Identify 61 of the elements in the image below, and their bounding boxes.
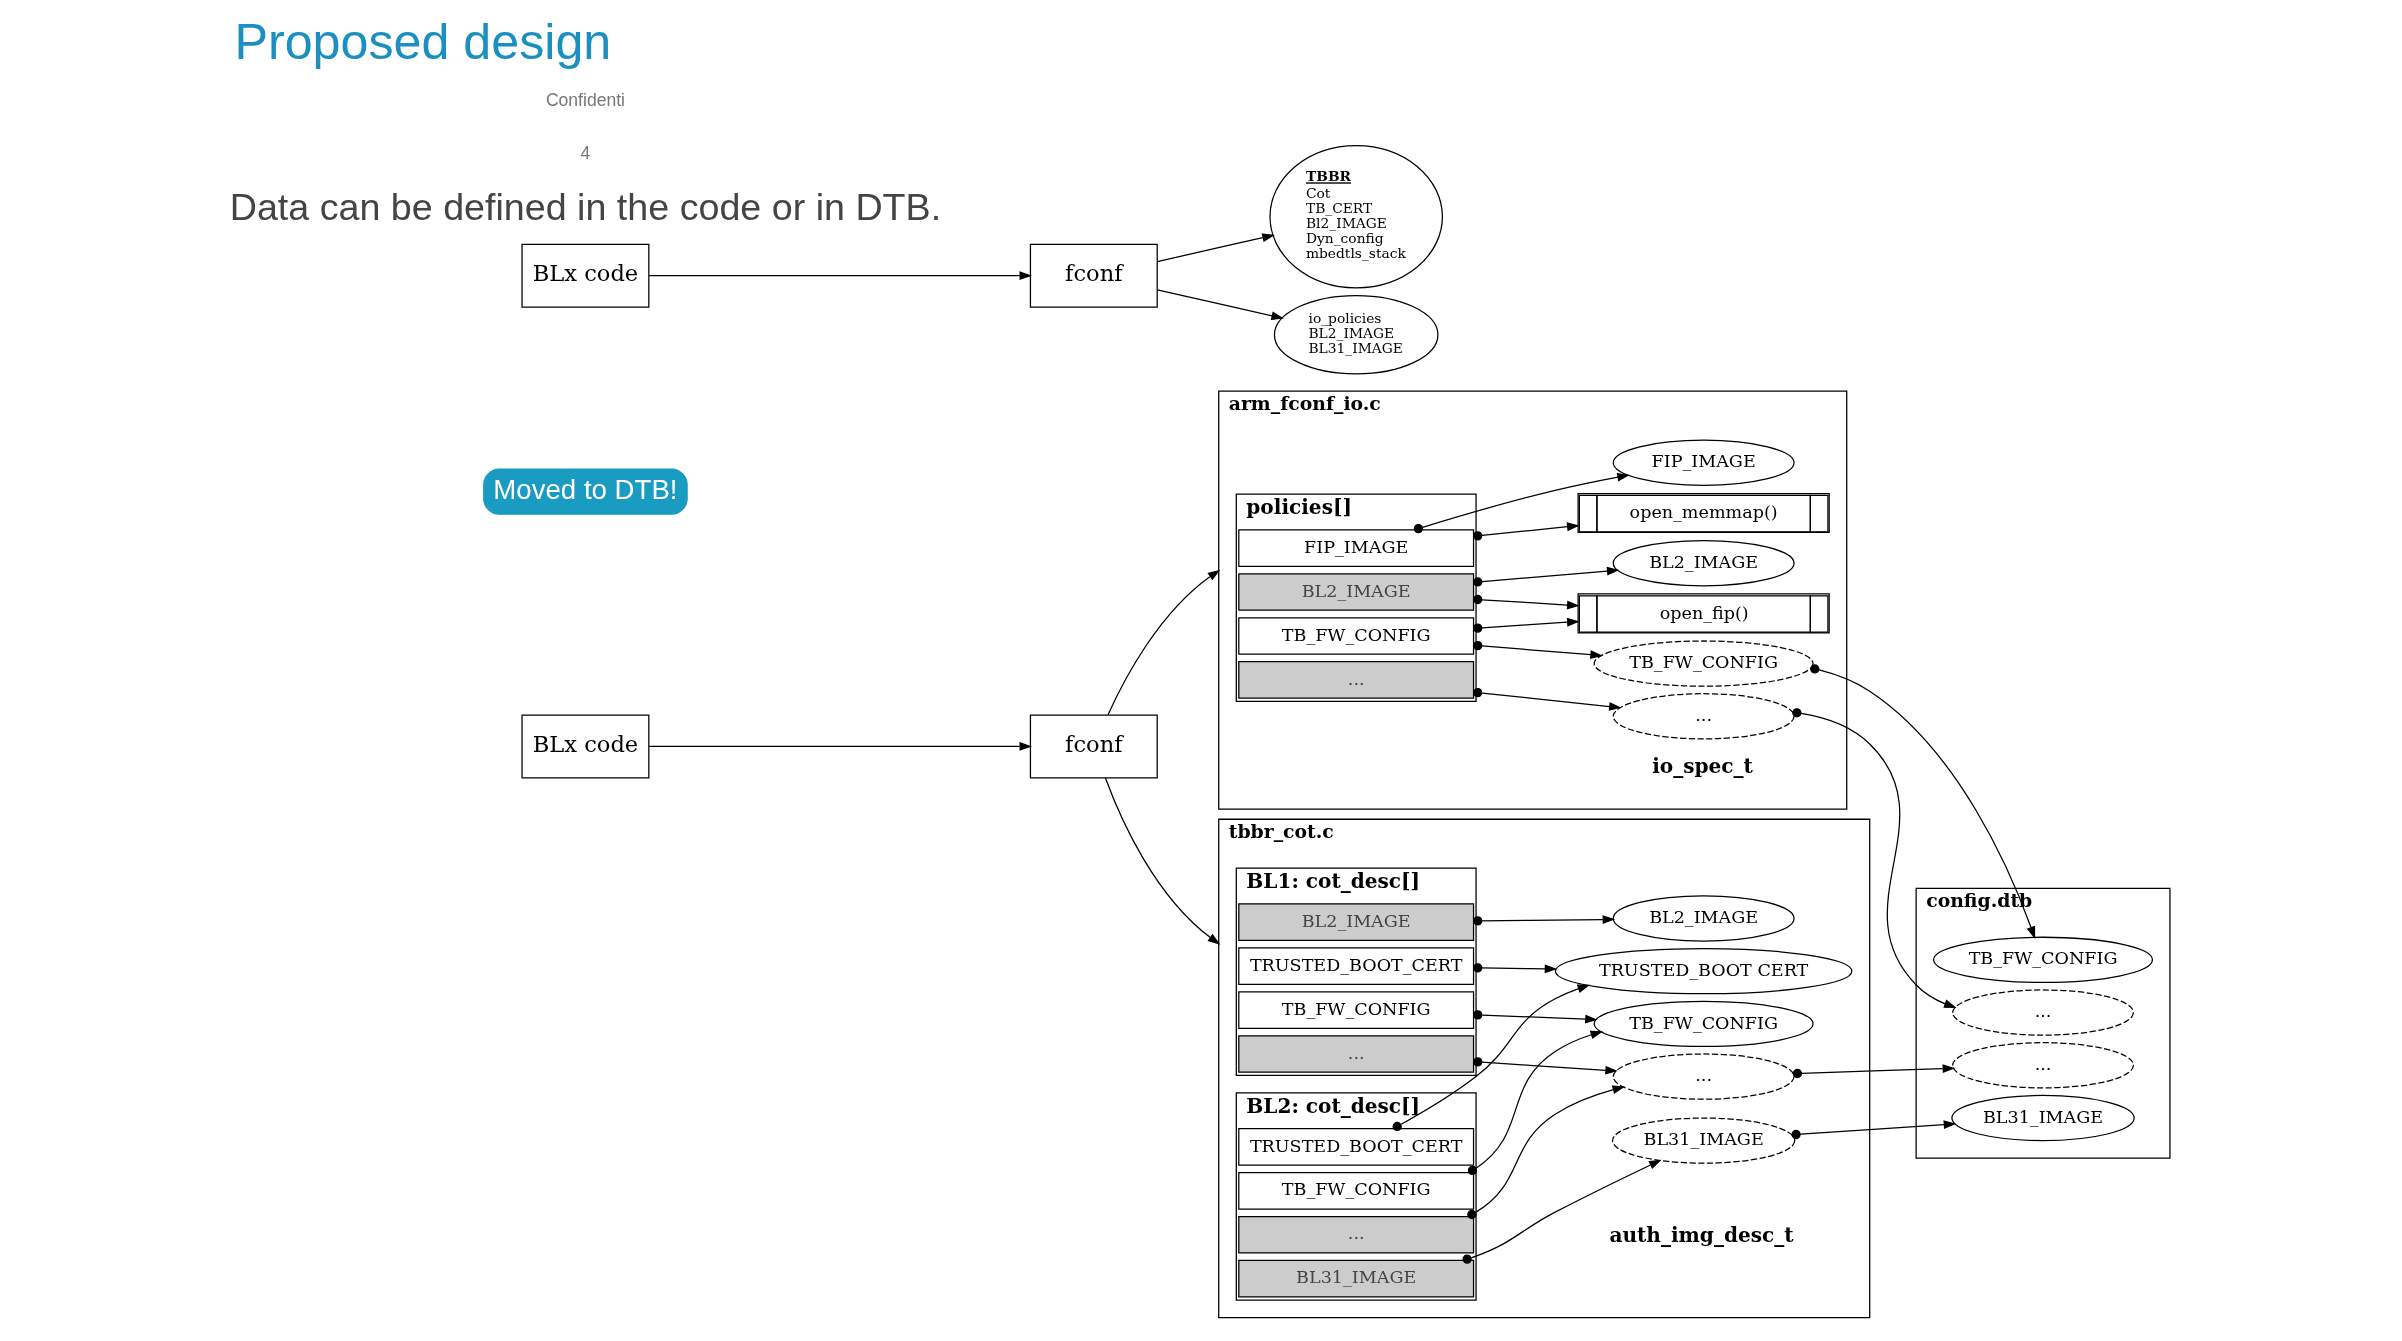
arrow [1467, 1085, 1626, 1220]
node-box: ... [1238, 661, 1475, 699]
arrow [1473, 1057, 1618, 1075]
arrow [1473, 566, 1620, 587]
arrow [1473, 522, 1580, 541]
node-ellipse: ... [1952, 1042, 2135, 1089]
node-box: TB_FW_CONFIG [1238, 1172, 1475, 1210]
arrow [1413, 472, 1630, 534]
arrow [1156, 289, 1284, 321]
node-box: BLx code [521, 714, 650, 779]
arrow [1473, 1010, 1598, 1024]
node-box: TB_FW_CONFIG [1238, 991, 1475, 1029]
node-ellipse: ... [1952, 989, 2135, 1036]
arrow [1104, 777, 1221, 945]
node-ellipse: io_policies BL2_IMAGE BL31_IMAGE [1273, 294, 1439, 375]
node-box: BLx code [521, 243, 650, 308]
node-ellipse: ... [1612, 693, 1795, 740]
label: io_spec_t [1652, 753, 1753, 778]
node-box: TB_FW_CONFIG [1238, 617, 1475, 655]
arrow [1791, 1120, 1957, 1140]
node-ellipse: BL31_IMAGE [1951, 1094, 2135, 1142]
label: Data can be defined in the code or in DTB. [229, 185, 942, 228]
arrow [1107, 569, 1221, 716]
arrow [1392, 984, 1591, 1132]
arrow [1473, 915, 1616, 926]
arrow [1467, 1030, 1604, 1176]
node-box: TRUSTED_BOOT_CERT [1238, 947, 1475, 985]
node-box: fconf [1029, 243, 1158, 308]
node-ellipse: TB_FW_CONFIG [1932, 936, 2154, 984]
node-box: FIP_IMAGE [1238, 529, 1475, 567]
node-box: ... [1238, 1035, 1475, 1073]
arrow [1462, 1159, 1662, 1264]
node-ellipse: TBBR Cot TB_CERT Bl2_IMAGE Dyn_config mbedtls_stack [1269, 145, 1444, 289]
label: 4 [580, 142, 591, 163]
node-box: BL2_IMAGE [1238, 903, 1475, 941]
node-ellipse: BL2_IMAGE [1612, 539, 1795, 587]
arrow [1473, 640, 1603, 660]
node-ellipse: BL31_IMAGE [1611, 1117, 1796, 1164]
label: Confidenti [545, 89, 625, 110]
arrow [648, 271, 1033, 281]
node-box: ... [1238, 1215, 1475, 1254]
node-ellipse: BL2_IMAGE [1612, 895, 1795, 942]
node-ellipse: FIP_IMAGE [1612, 439, 1795, 486]
arrow [1810, 664, 2036, 940]
node-box: BL31_IMAGE [1238, 1259, 1475, 1298]
node-box: Moved to DTB! [483, 468, 688, 515]
node-box: fconf [1029, 714, 1158, 779]
label: auth_img_desc_t [1609, 1223, 1794, 1248]
node-ellipse: TB_FW_CONFIG [1593, 640, 1814, 687]
arrow [1473, 617, 1580, 633]
node-box: TRUSTED_BOOT_CERT [1238, 1128, 1475, 1166]
arrow [1156, 233, 1275, 263]
arrow [1473, 594, 1580, 610]
diagram-title: Proposed design [234, 13, 612, 70]
node-box: BL2_IMAGE [1238, 573, 1475, 611]
arrow [1792, 708, 1957, 1008]
arrow [1473, 687, 1622, 711]
node-ellipse: TB_FW_CONFIG [1593, 1000, 1814, 1048]
arrow [1473, 963, 1558, 974]
arrow [648, 742, 1033, 751]
arrow [1792, 1064, 1956, 1079]
